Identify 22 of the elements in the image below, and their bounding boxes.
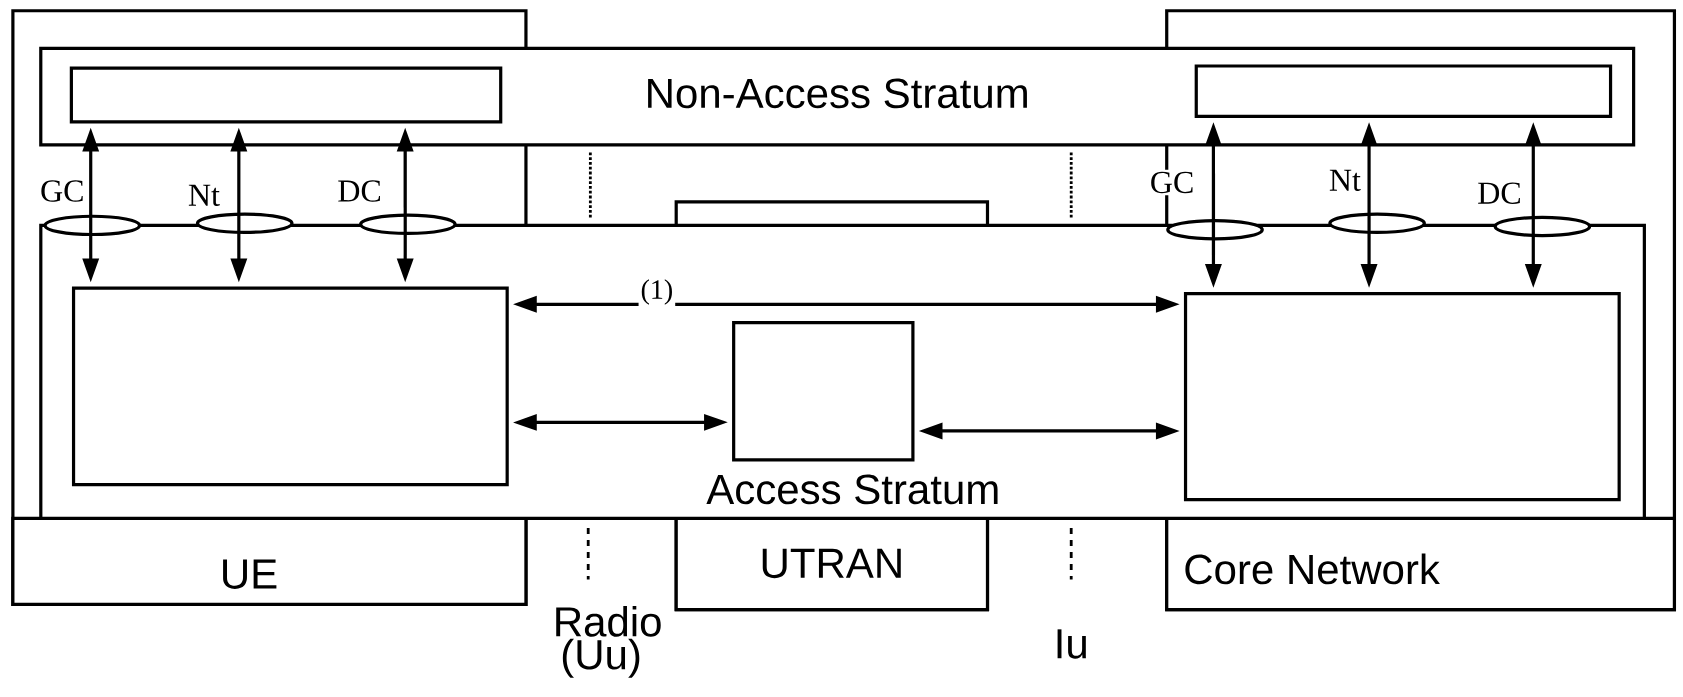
sap-label: Nt [185,182,222,209]
empty-box [71,286,509,487]
sap-ellipse [43,214,142,237]
sap-ellipse [1328,212,1426,235]
empty-box [1194,64,1613,119]
utran-box: UTRAN [674,517,990,612]
sap-ellipse [1493,215,1592,238]
interface-label: Radio (Uu) [556,606,661,679]
sap-label: DC [335,178,384,204]
core-network-box: Core Network [1165,517,1676,612]
empty-box [732,321,915,462]
sap-label: Nt [1326,167,1363,194]
empty-box [1183,292,1621,502]
interface-label: Iu [1057,629,1086,659]
sap-label: DC [1475,180,1524,207]
sap-label: GC [38,178,87,204]
sap-ellipse [195,212,294,235]
edge-label: (1) [638,277,676,307]
sap-ellipse [359,213,457,236]
ue-box: UE [11,517,528,607]
sap-label: GC [1147,169,1197,196]
empty-box [69,66,503,124]
